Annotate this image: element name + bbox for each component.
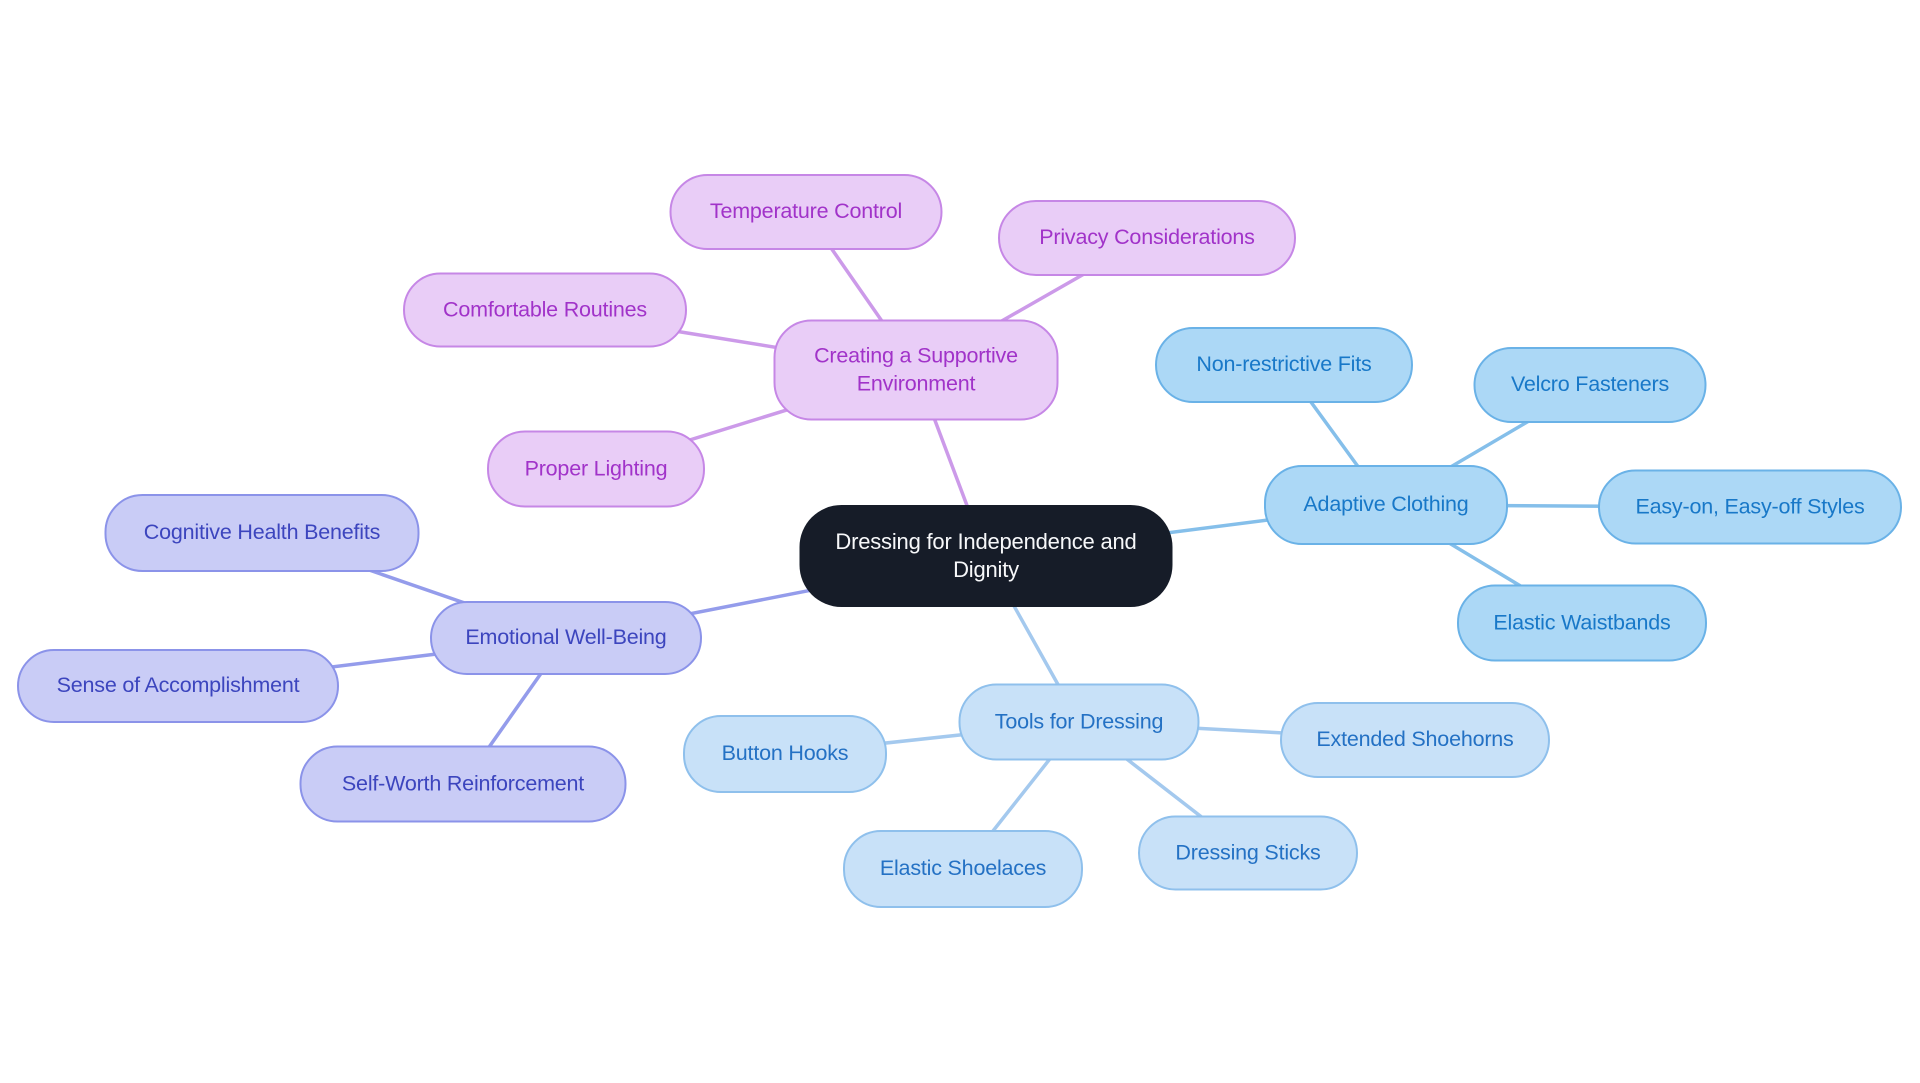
node-label: Proper Lighting	[524, 456, 668, 481]
node-proper-lighting[interactable]: Proper Lighting	[487, 430, 705, 508]
node-cognitive-health-benefits[interactable]: Cognitive Health Benefits	[104, 494, 420, 572]
node-label: Tools for Dressing	[994, 709, 1164, 734]
node-sense-of-accomplishment[interactable]: Sense of Accomplishment	[17, 649, 339, 723]
node-privacy-considerations[interactable]: Privacy Considerations	[998, 200, 1296, 276]
node-label: Privacy Considerations	[1039, 225, 1255, 250]
node-label: Emotional Well-Being	[465, 625, 667, 650]
node-root[interactable]: Dressing for Independence and Dignity	[799, 505, 1173, 607]
node-label: Self-Worth Reinforcement	[341, 771, 585, 796]
node-label: Temperature Control	[709, 199, 903, 224]
node-elastic-shoelaces[interactable]: Elastic Shoelaces	[843, 830, 1083, 908]
node-label: Cognitive Health Benefits	[143, 520, 381, 545]
node-emotional-well-being[interactable]: Emotional Well-Being	[430, 601, 702, 675]
node-label: Elastic Shoelaces	[879, 856, 1047, 881]
node-label: Button Hooks	[721, 741, 849, 766]
node-comfortable-routines[interactable]: Comfortable Routines	[403, 272, 687, 348]
node-temperature-control[interactable]: Temperature Control	[669, 174, 943, 250]
node-label: Comfortable Routines	[443, 297, 647, 322]
node-label: Adaptive Clothing	[1303, 492, 1469, 517]
node-self-worth-reinforcement[interactable]: Self-Worth Reinforcement	[299, 745, 627, 823]
node-non-restrictive-fits[interactable]: Non-restrictive Fits	[1155, 327, 1413, 403]
node-velcro-fasteners[interactable]: Velcro Fasteners	[1473, 347, 1707, 423]
node-label: Velcro Fasteners	[1510, 372, 1670, 397]
node-label: Extended Shoehorns	[1316, 727, 1514, 752]
node-tools-for-dressing[interactable]: Tools for Dressing	[958, 683, 1200, 761]
node-creating-supportive-environment[interactable]: Creating a Supportive Environment	[773, 319, 1059, 421]
node-dressing-sticks[interactable]: Dressing Sticks	[1138, 815, 1358, 891]
node-button-hooks[interactable]: Button Hooks	[683, 715, 887, 793]
node-label: Sense of Accomplishment	[56, 673, 300, 698]
node-label: Elastic Waistbands	[1493, 610, 1671, 635]
node-label: Dressing for Independence and Dignity	[835, 528, 1137, 582]
node-label: Easy-on, Easy-off Styles	[1635, 494, 1865, 519]
node-easy-on-easy-off-styles[interactable]: Easy-on, Easy-off Styles	[1598, 469, 1902, 545]
node-elastic-waistbands[interactable]: Elastic Waistbands	[1457, 584, 1707, 662]
node-extended-shoehorns[interactable]: Extended Shoehorns	[1280, 702, 1550, 778]
node-label: Dressing Sticks	[1175, 840, 1321, 865]
node-adaptive-clothing[interactable]: Adaptive Clothing	[1264, 465, 1508, 545]
node-label: Non-restrictive Fits	[1196, 352, 1372, 377]
node-label: Creating a Supportive Environment	[814, 343, 1018, 395]
